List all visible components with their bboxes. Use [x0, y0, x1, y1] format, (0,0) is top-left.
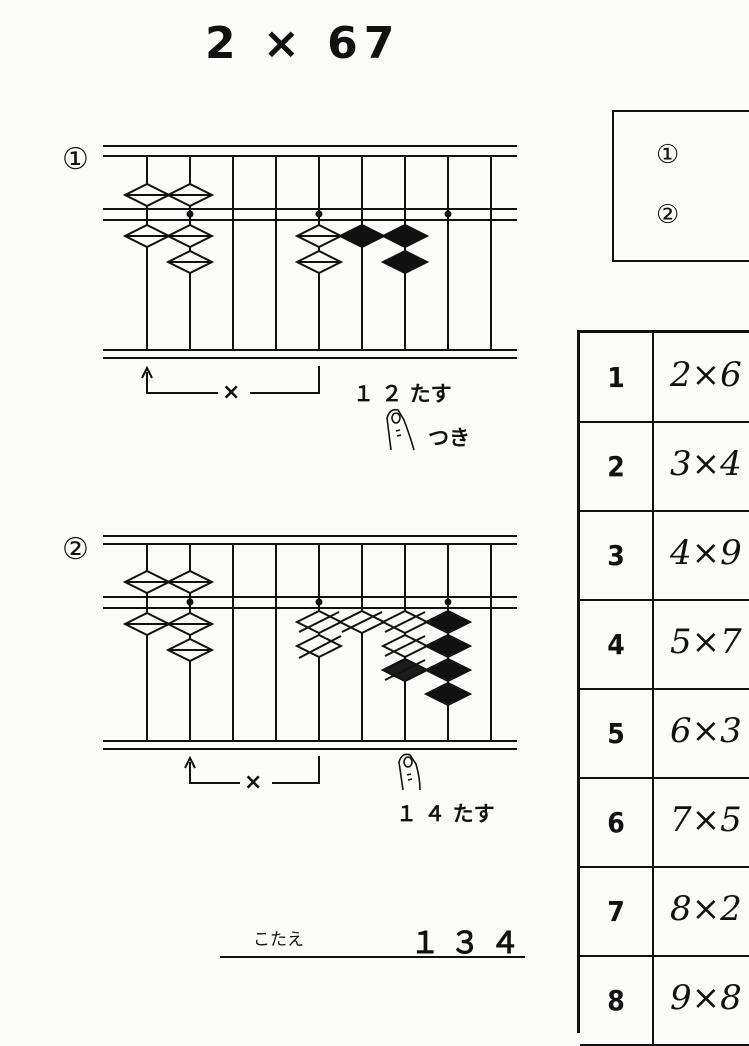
abacus-diagrams — [103, 145, 517, 791]
step-2-add-text: １ ４ たす — [396, 802, 495, 826]
exercise-problem: 4×9 — [670, 533, 742, 573]
abacus-1-beads-black — [337, 223, 430, 275]
exercise-row: 2 3×4 — [580, 422, 749, 512]
exercise-number: 6 — [580, 778, 654, 866]
exercise-row: 1 2×6 — [580, 333, 749, 423]
finger-icon — [386, 408, 415, 451]
step-2-multiply-label: × — [244, 770, 263, 795]
step-1-multiply-label: × — [222, 380, 241, 405]
exercise-number: 4 — [580, 600, 654, 688]
steps-box-row-2: ② — [656, 200, 680, 230]
step-1-marker: ① — [62, 142, 89, 177]
exercise-row: 6 7×5 — [580, 778, 749, 868]
exercise-problem: 3×4 — [670, 444, 742, 484]
exercise-number: 5 — [580, 689, 654, 777]
exercise-problem: 9×8 — [670, 978, 742, 1018]
abacus-1-frame — [103, 145, 517, 359]
exercise-row: 8 9×8 — [580, 956, 749, 1046]
exercise-row: 7 8×2 — [580, 867, 749, 957]
abacus-1-beads-white — [122, 182, 344, 275]
steps-box: ① ② — [612, 110, 749, 262]
answer-label: こたえ — [253, 930, 304, 950]
answer-underline — [220, 956, 525, 958]
exercise-number: 2 — [580, 422, 654, 510]
abacus-1-unit-dots — [186, 210, 452, 218]
answer-value: １３４ — [410, 926, 530, 961]
exercise-row: 5 6×3 — [580, 689, 749, 779]
abacus-2-beads-black — [380, 609, 473, 707]
exercise-number: 7 — [580, 867, 654, 955]
page-title: 2 × 67 — [205, 18, 401, 69]
exercise-row: 4 5×7 — [580, 600, 749, 690]
exercise-problem: 8×2 — [670, 889, 742, 929]
exercise-number: 1 — [580, 333, 654, 421]
exercise-problem: 2×6 — [670, 355, 742, 395]
step-2-marker: ② — [62, 532, 89, 567]
exercise-problem: 5×7 — [670, 622, 742, 662]
steps-box-row-1: ① — [656, 140, 680, 170]
exercise-table: 1 2×6 2 3×4 3 4×9 4 5×7 5 6×3 6 7×5 7 8×… — [577, 330, 749, 1046]
exercise-number: 8 — [580, 956, 654, 1044]
step-1-add-text: １ ２ たす — [353, 382, 452, 406]
exercise-problem: 6×3 — [670, 711, 742, 751]
abacus-2-unit-dots — [186, 598, 452, 606]
exercise-problem: 7×5 — [670, 800, 742, 840]
finger-icon — [398, 753, 421, 791]
exercise-number: 3 — [580, 511, 654, 599]
step-1-carry-text: つき — [428, 426, 470, 450]
exercise-row: 3 4×9 — [580, 511, 749, 601]
